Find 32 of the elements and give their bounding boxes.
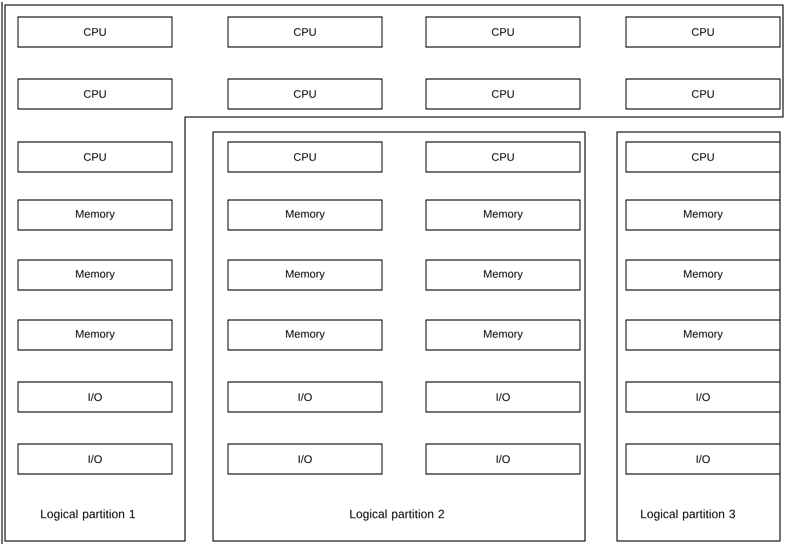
- component-box: Memory: [18, 320, 172, 350]
- component-box: CPU: [626, 78, 780, 110]
- component-box: Memory: [18, 260, 172, 290]
- component-box: I/O: [228, 444, 382, 474]
- component-box: I/O: [626, 382, 780, 412]
- component-box: Memory: [626, 260, 780, 290]
- component-box: CPU: [426, 78, 580, 110]
- component-box: Memory: [626, 200, 780, 230]
- component-box: CPU: [626, 142, 780, 172]
- component-box: Memory: [228, 200, 382, 230]
- component-box: Memory: [228, 320, 382, 350]
- component-box: CPU: [626, 16, 780, 48]
- component-box: Memory: [426, 200, 580, 230]
- component-box: I/O: [426, 444, 580, 474]
- component-box: I/O: [18, 444, 172, 474]
- component-box: CPU: [18, 16, 172, 48]
- component-box: CPU: [228, 78, 382, 110]
- component-box: CPU: [18, 142, 172, 172]
- component-box: CPU: [228, 16, 382, 48]
- component-box: CPU: [426, 142, 580, 172]
- component-box: I/O: [18, 382, 172, 412]
- component-box: I/O: [426, 382, 580, 412]
- component-box: Memory: [228, 260, 382, 290]
- component-box: CPU: [228, 142, 382, 172]
- component-box: CPU: [18, 78, 172, 110]
- component-box: I/O: [626, 444, 780, 474]
- component-box: I/O: [228, 382, 382, 412]
- component-box: CPU: [426, 16, 580, 48]
- component-box: Memory: [18, 200, 172, 230]
- component-box: Memory: [426, 260, 580, 290]
- component-box: Memory: [426, 320, 580, 350]
- component-box: Memory: [626, 320, 780, 350]
